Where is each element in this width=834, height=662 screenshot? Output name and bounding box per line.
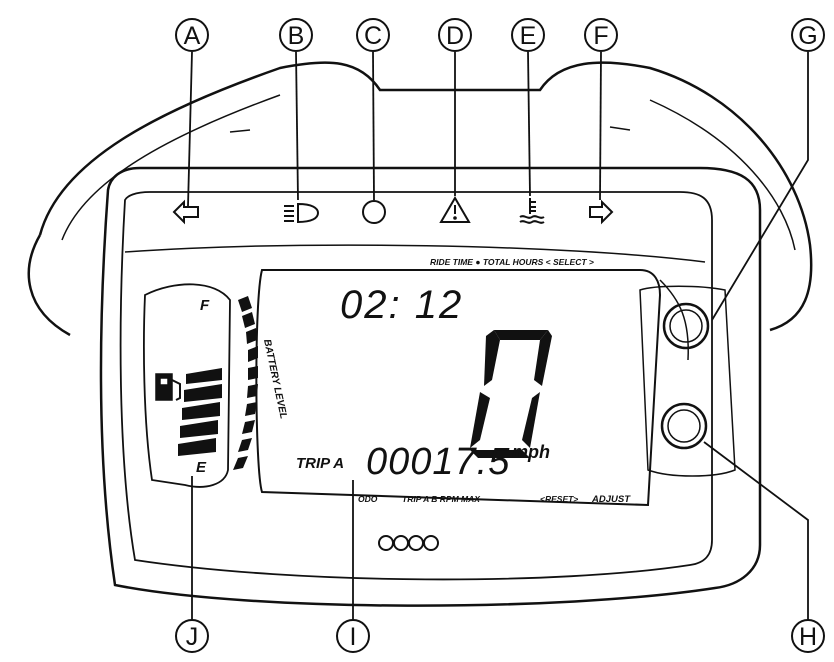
fuel-empty-label: E [196,459,207,476]
brand-logo: zero [0,0,439,551]
select-label: SELECT [553,257,587,267]
button-reset[interactable] [660,402,708,450]
callout-a: A [175,18,209,52]
callout-a-letter: A [184,22,201,50]
callout-f-letter: F [593,22,608,50]
button-select[interactable] [662,302,710,350]
menu-dot: ● [475,257,483,267]
lcd-display: RIDE TIME ● TOTAL HOURS < SELECT > 02: 1… [0,0,594,483]
trip-rpm-max-label: TRIP A B RPM MAX [402,494,481,504]
right-turn-arrow-icon [589,199,614,225]
odo-label: ODO [358,494,378,504]
speed-readout: 0 [0,0,1,1]
headlight-high-beam-icon [284,202,320,224]
brand-logo-text: zero [0,0,2,1]
speed-digit-zero [470,330,552,458]
callout-b-letter: B [288,22,305,50]
callout-f: F [584,18,618,52]
total-hours-label: TOTAL HOURS < [483,257,551,267]
callout-g: G [791,18,825,52]
callout-e-letter: E [520,22,537,50]
trip-label: TRIP A [296,455,344,472]
ride-time-label: RIDE TIME [430,257,473,267]
battery-level-bars [178,368,222,456]
battery-gauge: F E BATTERY LEVEL [155,296,289,476]
leader-lines [187,51,809,620]
callout-i-letter: I [350,623,357,651]
callout-h: H [791,619,825,653]
callout-d: D [438,18,472,52]
left-turn-arrow-icon [172,199,199,225]
callout-h-letter: H [799,623,817,651]
select-close: > [589,257,594,267]
callout-b: B [279,18,313,52]
fuel-pump-icon [155,373,181,401]
callout-e: E [511,18,545,52]
warning-triangle-icon [439,196,471,223]
speed-unit: mph [512,442,550,462]
temperature-icon [519,198,545,224]
odometer-readout: 00017.5 [366,441,510,483]
callout-d-letter: D [446,22,464,50]
battery-arc-scale [233,296,258,470]
callout-c: C [356,18,390,52]
adjust-label: ADJUST [591,494,631,505]
battery-level-label: BATTERY LEVEL [261,338,289,420]
reset-label: <RESET> [540,494,578,504]
callout-j-letter: J [186,623,199,651]
neutral-circle-icon [362,200,386,224]
bottom-menu: ODO TRIP A B RPM MAX <RESET> ADJUST [358,494,631,505]
callout-i: I [336,619,370,653]
fuel-full-label: F [200,297,210,314]
callout-j: J [175,619,209,653]
clock-readout: 02: 12 [340,283,463,327]
callout-g-letter: G [798,22,817,50]
top-menu-text: RIDE TIME ● TOTAL HOURS < SELECT > [430,257,594,267]
callout-c-letter: C [364,22,382,50]
indicator-row [172,196,614,225]
cluster-housing [27,61,813,607]
